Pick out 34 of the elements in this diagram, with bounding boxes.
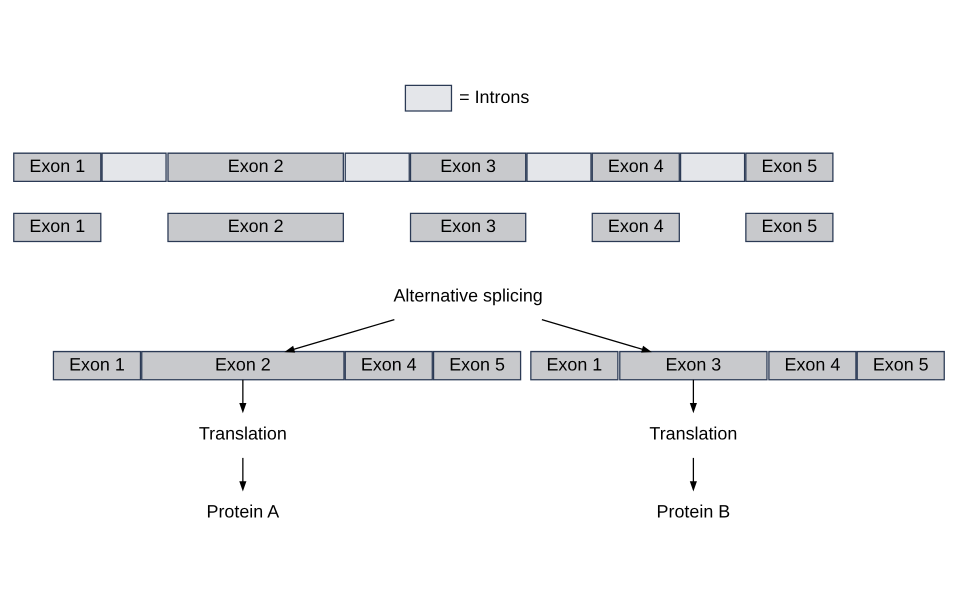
arrow: [239, 379, 246, 413]
node-box: Exon 1: [13, 212, 102, 242]
arrow: [284, 318, 395, 352]
node-box: Exon 5: [432, 350, 522, 380]
node-box: Exon 3: [410, 212, 526, 242]
node-box: [526, 152, 592, 182]
node-box: Exon 3: [619, 350, 768, 380]
node-text: Protein B: [656, 501, 730, 522]
node-box: Exon 4: [592, 212, 680, 242]
node-box: Exon 2: [167, 212, 344, 242]
node-box: Exon 2: [141, 350, 345, 380]
node-box: [101, 152, 167, 182]
arrow: [690, 457, 697, 491]
node-box: [344, 152, 410, 182]
node-box: Exon 1: [530, 350, 618, 380]
node-box: Exon 5: [745, 152, 834, 182]
node-text: Protein A: [206, 501, 280, 522]
legend-label: = Introns: [459, 86, 530, 106]
node-box: Exon 5: [856, 350, 945, 380]
node-box: Exon 1: [13, 152, 102, 182]
node-box: Exon 2: [167, 152, 344, 182]
node-box: Exon 1: [52, 350, 142, 380]
arrow: [690, 379, 697, 413]
node-text: Translation: [649, 423, 738, 444]
arrow: [542, 318, 652, 352]
node-text: Translation: [198, 423, 287, 444]
arrow: [239, 457, 246, 491]
node-box: Exon 5: [745, 212, 834, 242]
node-box: Exon 4: [768, 350, 857, 380]
node-box: Exon 4: [344, 350, 433, 380]
node-text: Alternative splicing: [393, 284, 543, 305]
node-box: Exon 4: [592, 152, 680, 182]
node-box: [680, 152, 746, 182]
node-box: Exon 3: [410, 152, 526, 182]
